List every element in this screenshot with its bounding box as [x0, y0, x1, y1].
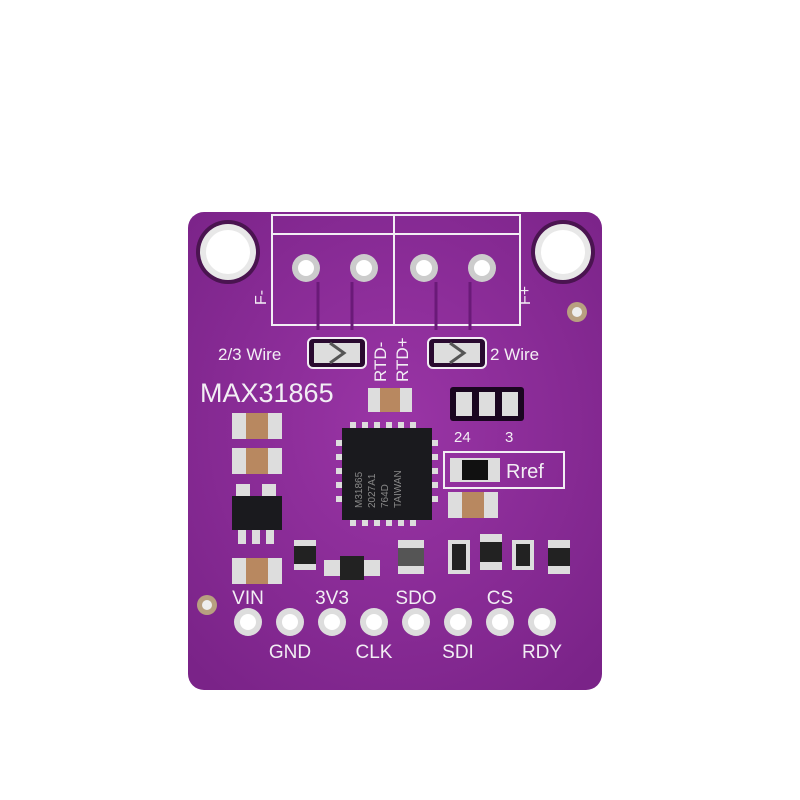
board-name: MAX31865 [200, 378, 334, 408]
label-jumper-3: 3 [505, 429, 513, 446]
max31865-chip: M31865 2027A1 764D TAIWAN [336, 422, 438, 526]
solder-jumper-2 [427, 337, 487, 369]
pin-label-3v3: 3V3 [315, 588, 349, 609]
mounting-hole-right [531, 220, 595, 284]
solder-jumper-24-3 [450, 387, 524, 421]
label-rtd-minus: RTD- [371, 342, 390, 382]
label-rtd-plus: RTD+ [393, 337, 412, 382]
pin-label-rdy: RDY [522, 642, 562, 663]
capacitors [232, 388, 498, 584]
terminal-block-outline [271, 214, 521, 326]
chip-marking-4: TAIWAN [393, 470, 404, 508]
pin-label-sdo: SDO [395, 588, 436, 609]
chip-marking-2: 2027A1 [367, 473, 378, 508]
small-components [294, 534, 570, 580]
pin-label-cs: CS [487, 588, 513, 609]
label-wire-23: 2/3 Wire [218, 345, 281, 364]
terminal-pads [292, 254, 496, 282]
chip-marking-3: 764D [380, 484, 391, 508]
label-jumper-24: 24 [454, 429, 471, 446]
label-rref: Rref [506, 461, 544, 483]
pin-label-gnd: GND [269, 642, 311, 663]
solder-jumper-23 [307, 337, 367, 369]
rref-resistor [443, 451, 565, 489]
label-wire-2: 2 Wire [490, 345, 539, 364]
pin-label-vin: VIN [232, 588, 264, 609]
voltage-regulator [232, 484, 282, 544]
pin-label-clk: CLK [356, 642, 393, 663]
mounting-hole-left [196, 220, 260, 284]
chip-marking-1: M31865 [354, 471, 365, 508]
label-f-plus: F+ [517, 286, 534, 305]
label-f-minus: F- [253, 290, 270, 305]
header-pins [234, 608, 556, 636]
pin-label-sdi: SDI [442, 642, 474, 663]
